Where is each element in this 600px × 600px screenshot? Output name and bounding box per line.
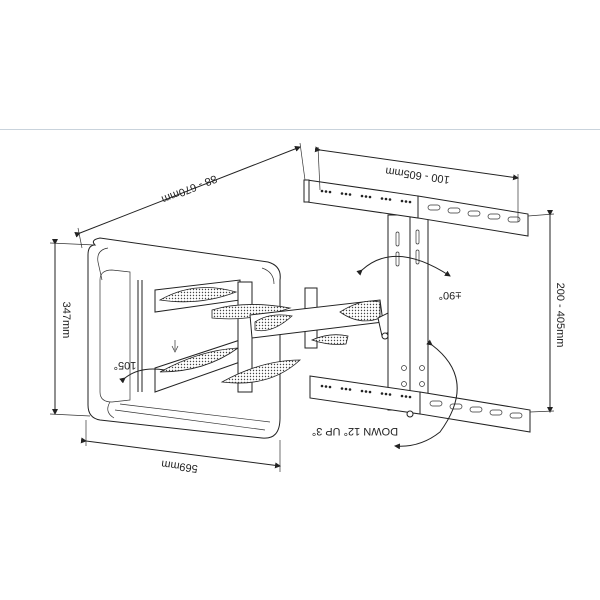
- arm-extension-label: 88 - 670mm: [160, 172, 219, 205]
- vesa-vertical-rails: [387, 214, 429, 411]
- rotation-label: ±90°: [439, 289, 462, 301]
- tilt-label: DOWN 12° UP 3°: [312, 425, 398, 437]
- plate-width-label: 569mm: [161, 457, 199, 474]
- separator-line: [0, 129, 600, 130]
- plate-height-label: 347mm: [60, 302, 72, 339]
- rotation-arcs: [119, 255, 458, 450]
- swivel-label: 105°: [114, 359, 137, 371]
- dimension-lines: [49, 142, 555, 472]
- articulating-arms: [154, 279, 393, 393]
- vesa-top-bar: [303, 179, 529, 237]
- vesa-horizontal-label: 100 - 605mm: [385, 165, 451, 186]
- vesa-vertical-label: 200 - 405mm: [554, 283, 566, 348]
